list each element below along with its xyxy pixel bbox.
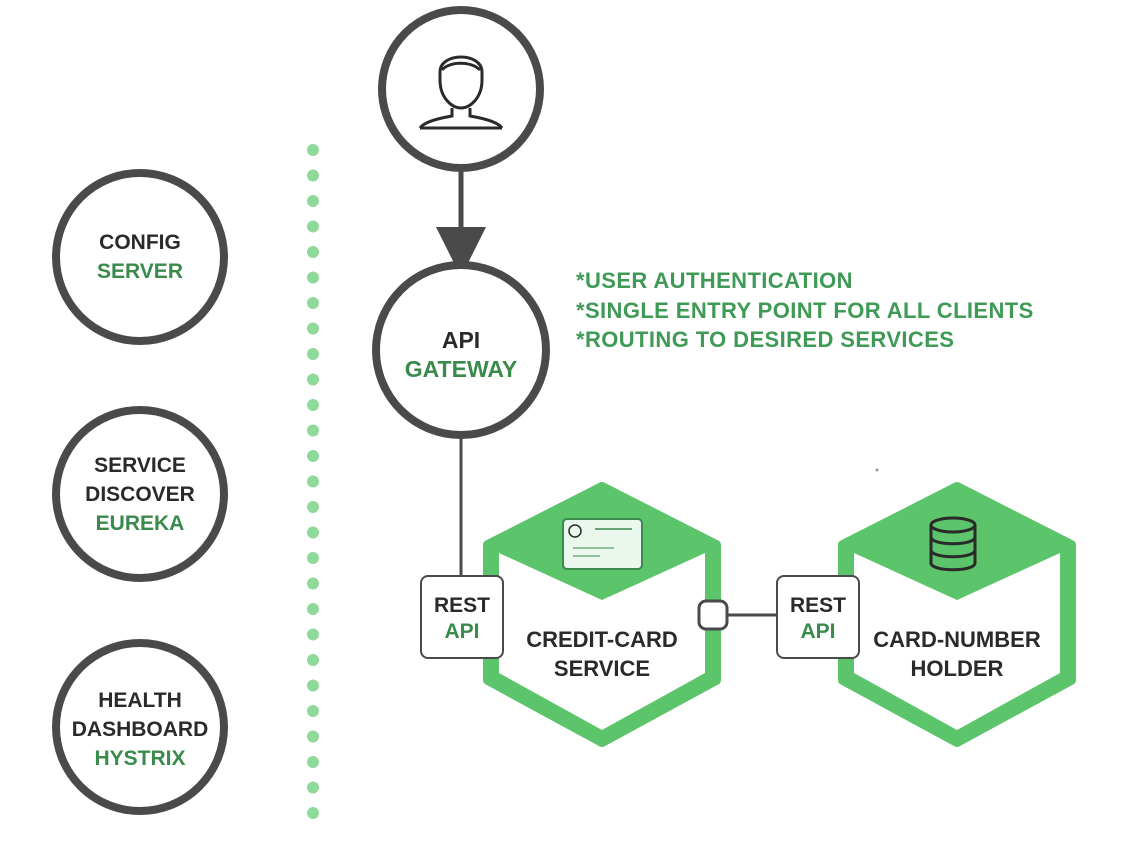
separator-dot	[307, 144, 319, 156]
health-dashboard-node	[52, 639, 228, 815]
separator-dot	[307, 195, 319, 207]
dashboard-label-line: DASHBOARD	[71, 718, 209, 741]
service-link-connector	[697, 599, 729, 631]
credit-card-icon	[562, 518, 643, 570]
separator-dot	[307, 246, 319, 258]
service-discover-label: SERVICE DISCOVER EUREKA	[60, 451, 220, 538]
separator-dot	[307, 526, 319, 539]
feature-item: *USER AUTHENTICATION	[576, 268, 853, 293]
card-number-rest-api-box: REST API	[776, 575, 860, 659]
hystrix-highlight: HYSTRIX	[94, 747, 186, 770]
dotted-separator-line	[307, 144, 319, 819]
discover-label-line: DISCOVER	[85, 483, 195, 506]
separator-dot	[307, 322, 319, 335]
separator-dot	[307, 475, 319, 488]
separator-dot	[307, 577, 319, 590]
separator-dot	[307, 628, 319, 641]
service-discover-node	[52, 406, 228, 582]
service-label-line: SERVICE	[94, 454, 186, 477]
config-server-label: CONFIG SERVER	[60, 228, 220, 286]
health-label-line: HEALTH	[98, 689, 182, 712]
service-label-line: CARD-NUMBER	[873, 627, 1041, 652]
gateway-label-line: API	[441, 327, 481, 353]
separator-dot	[307, 730, 319, 743]
database-icon	[929, 516, 977, 572]
separator-dot	[307, 271, 319, 284]
separator-dot	[307, 169, 319, 182]
config-server-node	[52, 169, 228, 345]
api-gateway-label: API GATEWAY	[381, 326, 541, 384]
rest-label: REST	[789, 594, 846, 617]
gateway-highlight: GATEWAY	[404, 356, 518, 382]
service-label-line: CREDIT-CARD	[526, 627, 678, 652]
health-dashboard-label: HEALTH DASHBOARD HYSTRIX	[55, 686, 225, 773]
api-label: API	[444, 620, 480, 643]
separator-dot	[307, 424, 319, 437]
separator-dot	[307, 705, 319, 717]
credit-card-service-label: CREDIT-CARD SERVICE	[502, 625, 702, 683]
separator-dot	[307, 220, 319, 233]
separator-dot	[307, 807, 319, 819]
separator-dot	[307, 297, 319, 309]
service-label-line: HOLDER	[910, 656, 1004, 681]
api-label: API	[800, 620, 836, 643]
gateway-features-list: *USER AUTHENTICATION *SINGLE ENTRY POINT…	[576, 266, 1034, 355]
separator-dot	[307, 399, 319, 411]
config-label-line: CONFIG	[99, 231, 181, 254]
credit-card-rest-api-box: REST API	[420, 575, 504, 659]
user-icon	[418, 55, 504, 130]
service-label-line: SERVICE	[553, 656, 651, 681]
separator-dot	[307, 501, 319, 513]
rest-label: REST	[433, 594, 490, 617]
separator-dot	[307, 654, 319, 666]
separator-dot	[307, 450, 319, 462]
separator-dot	[307, 373, 319, 386]
separator-dot	[307, 552, 319, 564]
separator-dot	[307, 679, 319, 692]
separator-dot	[307, 603, 319, 615]
separator-dot	[307, 348, 319, 360]
separator-dot	[307, 756, 319, 768]
client-node	[378, 6, 544, 172]
feature-item: *SINGLE ENTRY POINT FOR ALL CLIENTS	[576, 297, 1034, 323]
card-number-holder-label: CARD-NUMBER HOLDER	[857, 625, 1057, 683]
eureka-highlight: EUREKA	[95, 512, 185, 535]
feature-item: *ROUTING TO DESIRED SERVICES	[576, 327, 955, 352]
separator-dot	[307, 781, 319, 794]
config-highlight: SERVER	[97, 260, 183, 283]
